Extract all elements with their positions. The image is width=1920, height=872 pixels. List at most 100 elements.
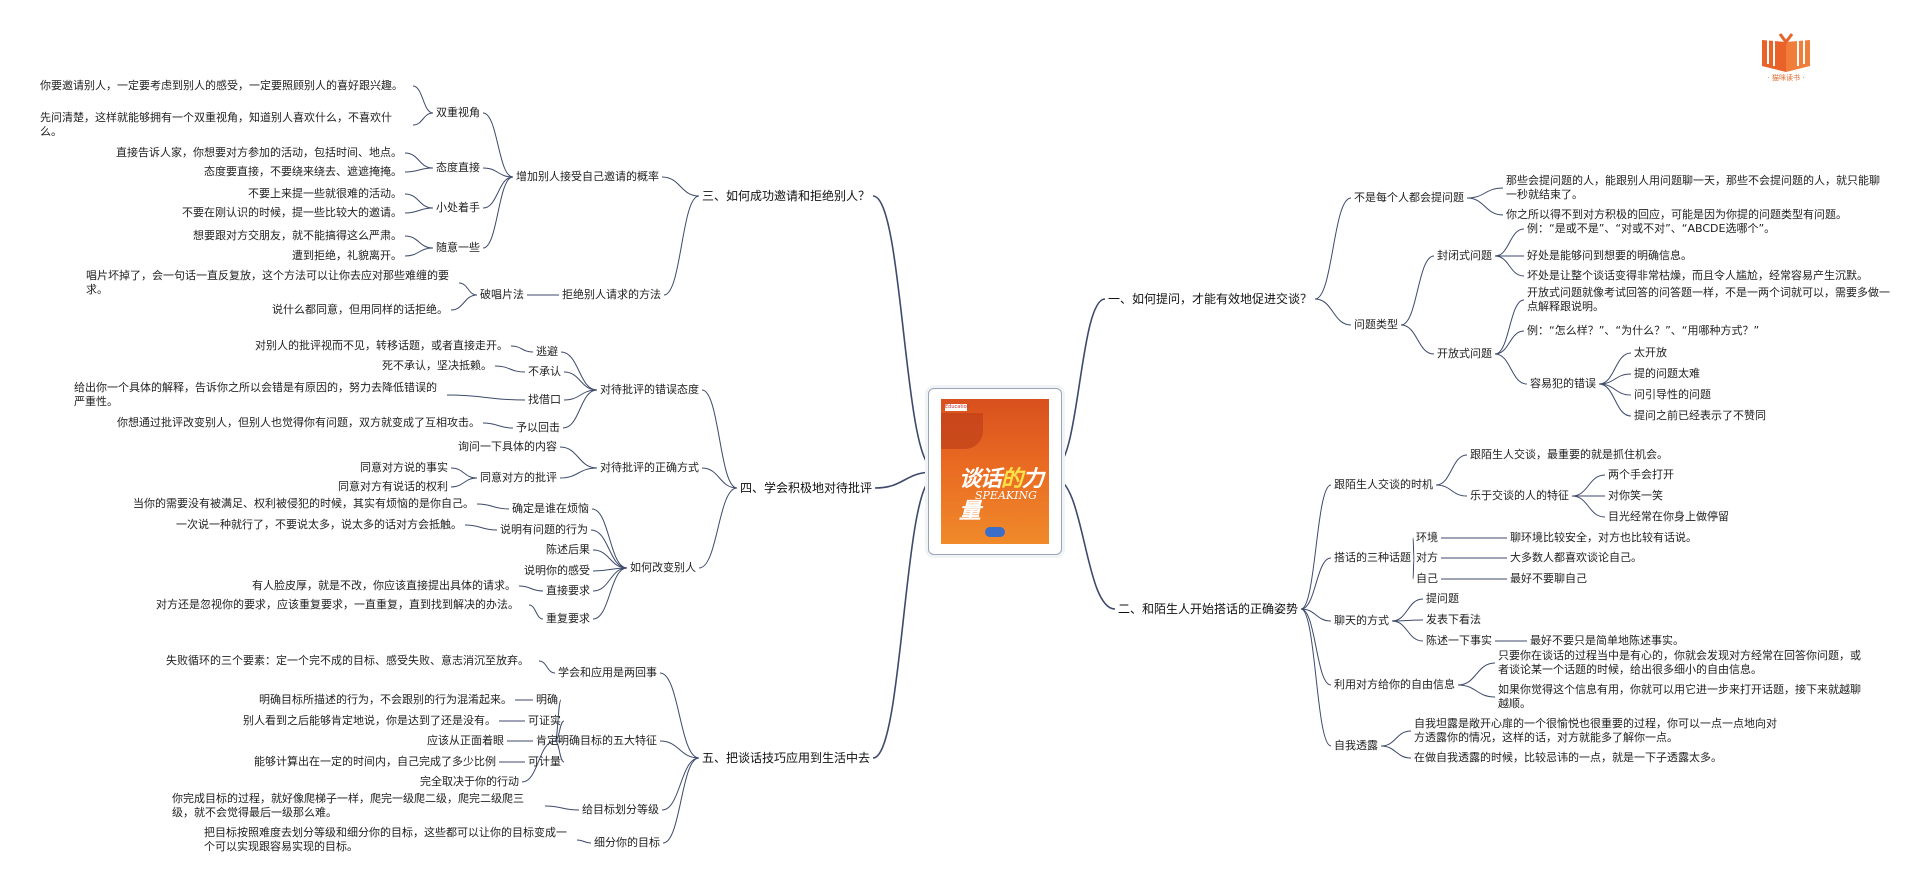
- topic-node[interactable]: 破唱片法: [480, 288, 524, 301]
- topic-node[interactable]: 自我透露: [1334, 739, 1378, 752]
- topic-node[interactable]: 确定是谁在烦恼: [512, 502, 589, 515]
- topic-node[interactable]: 唱片坏掉了，会一句话一直反复放，这个方法可以让你去应对那些难缠的要求。: [86, 269, 449, 296]
- topic-node[interactable]: 乐于交谈的人的特征: [1470, 489, 1569, 502]
- topic-node[interactable]: 不要在刚认识的时候，提一些比较大的邀请。: [182, 206, 402, 219]
- topic-node[interactable]: 那些会提问题的人，能跟别人用问题聊一天，那些不会提问题的人，就只能聊一秒就结束了…: [1506, 174, 1880, 201]
- topic-node[interactable]: 在做自我透露的时候，比较忌讳的一点，就是一下子透露太多。: [1414, 751, 1722, 764]
- topic-node[interactable]: 你完成目标的过程，就好像爬梯子一样，爬完一级爬二级，爬完二级爬三级，就不会觉得最…: [172, 792, 524, 819]
- topic-node[interactable]: 陈述一下事实: [1426, 634, 1492, 647]
- topic-node[interactable]: 例：“怎么样？”、“为什么？”、“用哪种方式？”: [1527, 324, 1760, 337]
- topic-node[interactable]: 对方还是忽视你的要求，应该重复要求，一直重复，直到找到解决的办法。: [156, 598, 519, 611]
- topic-node[interactable]: 予以回击: [516, 421, 560, 434]
- topic-node[interactable]: 聊天的方式: [1334, 614, 1389, 627]
- topic-node[interactable]: 两个手会打开: [1608, 468, 1674, 481]
- topic-node[interactable]: 能够计算出在一定的时间内，自己完成了多少比例: [254, 755, 496, 768]
- topic-node[interactable]: 找借口: [528, 393, 561, 406]
- topic-node[interactable]: 说什么都同意，但用同样的话拒绝。: [272, 303, 448, 316]
- topic-node[interactable]: 可证实: [528, 714, 561, 727]
- topic-node[interactable]: 明确目标所描述的行为，不会跟别的行为混淆起来。: [259, 693, 512, 706]
- topic-node[interactable]: 不是每个人都会提问题: [1354, 191, 1464, 204]
- topic-node[interactable]: 不要上来提一些就很难的活动。: [248, 187, 402, 200]
- topic-node[interactable]: 对方: [1416, 551, 1438, 564]
- topic-node[interactable]: 发表下看法: [1426, 613, 1481, 626]
- topic-node[interactable]: 你之所以得不到对方积极的回应，可能是因为你提的问题类型有问题。: [1506, 208, 1847, 221]
- topic-node[interactable]: 随意一些: [436, 241, 480, 254]
- topic-node[interactable]: 直接要求: [546, 584, 590, 597]
- topic-node[interactable]: 增加别人接受自己邀请的概率: [516, 170, 659, 183]
- topic-node[interactable]: 明确目标的五大特征: [558, 734, 657, 747]
- topic-node[interactable]: 直接告诉人家，你想要对方参加的活动，包括时间、地点。: [116, 146, 402, 159]
- topic-node[interactable]: 大多数人都喜欢谈论自己。: [1510, 551, 1642, 564]
- topic-node[interactable]: 如果你觉得这个信息有用，你就可以用它进一步来打开话题，接下来就越聊越顺。: [1498, 683, 1861, 710]
- topic-node[interactable]: 重复要求: [546, 612, 590, 625]
- topic-node[interactable]: 态度直接: [436, 161, 480, 174]
- topic-node[interactable]: 把目标按照难度去划分等级和细分你的目标，这些都可以让你的目标变成一个可以实现跟容…: [204, 826, 567, 853]
- topic-node[interactable]: 说明有问题的行为: [500, 523, 588, 536]
- topic-node[interactable]: 想要跟对方交朋友，就不能搞得这么严肃。: [193, 229, 402, 242]
- topic-node[interactable]: 陈述后果: [546, 543, 590, 556]
- topic-node[interactable]: 明确: [536, 693, 558, 706]
- topic-node[interactable]: 只要你在谈话的过程当中是有心的，你就会发现对方经常在回答你问题，或者谈论某一个话…: [1498, 649, 1861, 676]
- topic-node[interactable]: 自己: [1416, 572, 1438, 585]
- topic-node[interactable]: 好处是能够问到想要的明确信息。: [1527, 249, 1692, 262]
- topic-node[interactable]: 死不承认，坚决抵赖。: [382, 359, 492, 372]
- topic-node[interactable]: 你要邀请别人，一定要考虑到别人的感受，一定要照顾别人的喜好跟兴趣。: [40, 79, 403, 92]
- topic-node[interactable]: 提问题: [1426, 592, 1459, 605]
- topic-node[interactable]: 自我坦露是敞开心扉的一个很愉悦也很重要的过程，你可以一点一点地向对方透露你的情况…: [1414, 717, 1777, 744]
- topic-node[interactable]: 一次说一种就行了，不要说太多，说太多的话对方会抵触。: [176, 518, 462, 531]
- topic-node[interactable]: 环境: [1416, 531, 1438, 544]
- topic-node[interactable]: 同意对方说的事实: [360, 461, 448, 474]
- topic-node[interactable]: 失败循环的三个要素：定一个完不成的目标、感受失败、意志消沉至放弃。: [166, 654, 529, 667]
- topic-node[interactable]: 逃避: [536, 345, 558, 358]
- topic-node[interactable]: 封闭式问题: [1437, 249, 1492, 262]
- topic-node[interactable]: 给出你一个具体的解释，告诉你之所以会错是有原因的，努力去降低错误的严重性。: [74, 381, 437, 408]
- topic-node[interactable]: 开放式问题就像考试回答的问答题一样，不是一两个词就可以，需要多做一点解释跟说明。: [1527, 286, 1890, 313]
- topic-node[interactable]: 利用对方给你的自由信息: [1334, 678, 1455, 691]
- topic-node[interactable]: 细分你的目标: [594, 836, 660, 849]
- topic-node[interactable]: 对待批评的正确方式: [600, 461, 699, 474]
- topic-node[interactable]: 同意对方的批评: [480, 471, 557, 484]
- topic-node[interactable]: 可计量: [528, 755, 561, 768]
- topic-node[interactable]: 说明你的感受: [524, 564, 590, 577]
- topic-node[interactable]: 先问清楚，这样就能够拥有一个双重视角，知道别人喜欢什么，不喜欢什么。: [40, 111, 392, 138]
- topic-node[interactable]: 二、和陌生人开始搭话的正确姿势: [1118, 602, 1299, 616]
- topic-node[interactable]: 同意对方有说话的权利: [338, 480, 448, 493]
- topic-node[interactable]: 拒绝别人请求的方法: [562, 288, 661, 301]
- topic-node[interactable]: 开放式问题: [1437, 347, 1492, 360]
- topic-node[interactable]: 最好不要只是简单地陈述事实。: [1530, 634, 1684, 647]
- topic-node[interactable]: 当你的需要没有被满足、权利被侵犯的时候，其实有烦恼的是你自己。: [133, 497, 474, 510]
- topic-node[interactable]: 搭话的三种话题: [1334, 551, 1411, 564]
- topic-node[interactable]: 提的问题太难: [1634, 367, 1700, 380]
- topic-node[interactable]: 小处着手: [436, 201, 480, 214]
- topic-node[interactable]: 双重视角: [436, 106, 480, 119]
- topic-node[interactable]: 对待批评的错误态度: [600, 383, 699, 396]
- topic-node[interactable]: 三、如何成功邀请和拒绝别人？: [702, 189, 871, 203]
- topic-node[interactable]: 别人看到之后能够肯定地说，你是达到了还是没有。: [243, 714, 496, 727]
- topic-node[interactable]: 不承认: [528, 365, 561, 378]
- topic-node[interactable]: 容易犯的错误: [1530, 377, 1596, 390]
- topic-node[interactable]: 有人脸皮厚，就是不改，你应该直接提出具体的请求。: [252, 579, 516, 592]
- topic-node[interactable]: 目光经常在你身上做停留: [1608, 510, 1729, 523]
- topic-node[interactable]: 如何改变别人: [630, 561, 696, 574]
- topic-node[interactable]: 你想通过批评改变别人，但别人也觉得你有问题，双方就变成了互相攻击。: [117, 416, 480, 429]
- topic-node[interactable]: 肯定: [536, 734, 558, 747]
- topic-node[interactable]: 一、如何提问，才能有效地促进交谈？: [1108, 292, 1313, 306]
- topic-node[interactable]: 遭到拒绝，礼貌离开。: [292, 249, 402, 262]
- topic-node[interactable]: 坏处是让整个谈话变得非常枯燥，而且令人尴尬，经常容易产生沉默。: [1527, 269, 1868, 282]
- topic-node[interactable]: 太开放: [1634, 346, 1667, 359]
- topic-node[interactable]: 问题类型: [1354, 318, 1398, 331]
- topic-node[interactable]: 最好不要聊自己: [1510, 572, 1587, 585]
- topic-node[interactable]: 四、学会积极地对待批评: [740, 481, 873, 495]
- topic-node[interactable]: 应该从正面着眼: [427, 734, 504, 747]
- topic-node[interactable]: 对你笑一笑: [1608, 489, 1663, 502]
- topic-node[interactable]: 问引导性的问题: [1634, 388, 1711, 401]
- topic-node[interactable]: 例：“是或不是”、“对或不对”、“ABCDE选哪个”。: [1527, 222, 1776, 235]
- topic-node[interactable]: 询问一下具体的内容: [458, 440, 557, 453]
- topic-node[interactable]: 跟陌生人交谈，最重要的就是抓住机会。: [1470, 448, 1668, 461]
- topic-node[interactable]: 态度要直接，不要绕来绕去、遮遮掩掩。: [204, 165, 402, 178]
- topic-node[interactable]: 给目标划分等级: [582, 803, 659, 816]
- topic-node[interactable]: 完全取决于你的行动: [420, 775, 519, 788]
- central-book-node[interactable]: Education 谈话的力量 SPEAKING: [928, 388, 1062, 555]
- topic-node[interactable]: 跟陌生人交谈的时机: [1334, 478, 1433, 491]
- topic-node[interactable]: 五、把谈话技巧应用到生活中去: [702, 751, 871, 765]
